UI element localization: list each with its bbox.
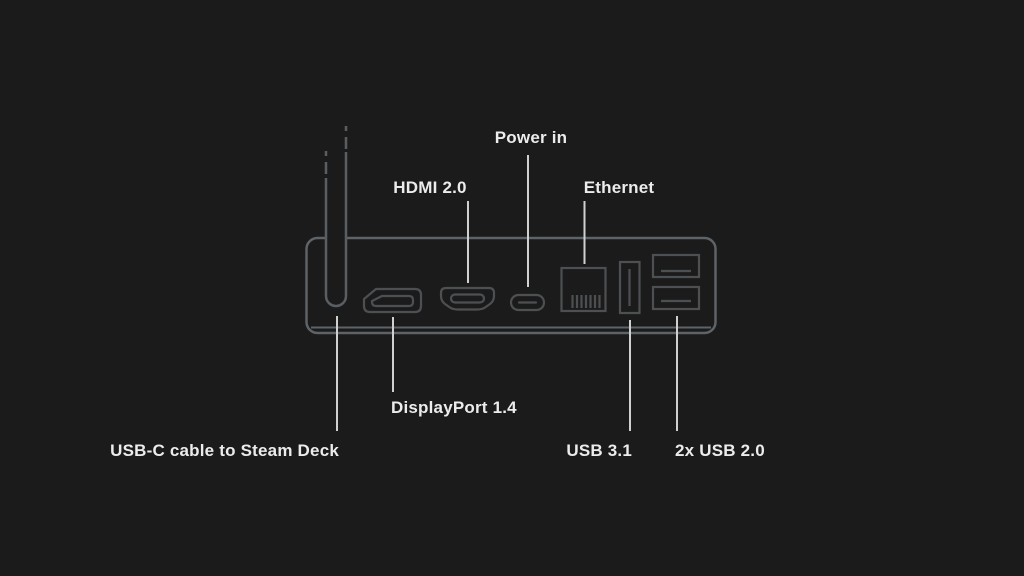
label-hdmi: HDMI 2.0: [393, 178, 467, 197]
hdmi-port-icon: [439, 286, 496, 311]
label-usb-2-0: 2x USB 2.0: [675, 441, 765, 460]
usb-c-port-icon: [509, 293, 546, 312]
displayport-slot: [370, 294, 415, 308]
displayport-outline: [362, 287, 423, 314]
usb-c-cable-icon: [324, 126, 348, 308]
usb-3-1-outline: [618, 260, 641, 315]
ethernet-outline: [560, 266, 607, 313]
hdmi-slot: [449, 293, 486, 304]
dock-chassis-outline: [305, 236, 717, 335]
label-ethernet: Ethernet: [583, 178, 655, 197]
label-displayport: DisplayPort 1.4: [391, 398, 517, 417]
label-usbc-cable: USB-C cable to Steam Deck: [110, 441, 339, 460]
label-power-in: Power in: [494, 128, 568, 147]
usb-c-cable-outline: [324, 152, 348, 308]
usb-a-2-0-ports-icon: [651, 253, 701, 311]
displayport-port-icon: [362, 287, 423, 314]
usb-c-port-outline: [509, 293, 546, 312]
label-usb-3-1: USB 3.1: [566, 441, 632, 460]
usb-2-0-top-outline: [651, 253, 701, 279]
dock-body-outline: [305, 236, 717, 335]
hdmi-outline: [439, 286, 496, 311]
leader-lines: [336, 155, 678, 431]
usb-a-3-1-port-icon: [618, 260, 641, 315]
usb-2-0-bottom-outline: [651, 285, 701, 311]
ethernet-port-icon: [560, 266, 607, 313]
